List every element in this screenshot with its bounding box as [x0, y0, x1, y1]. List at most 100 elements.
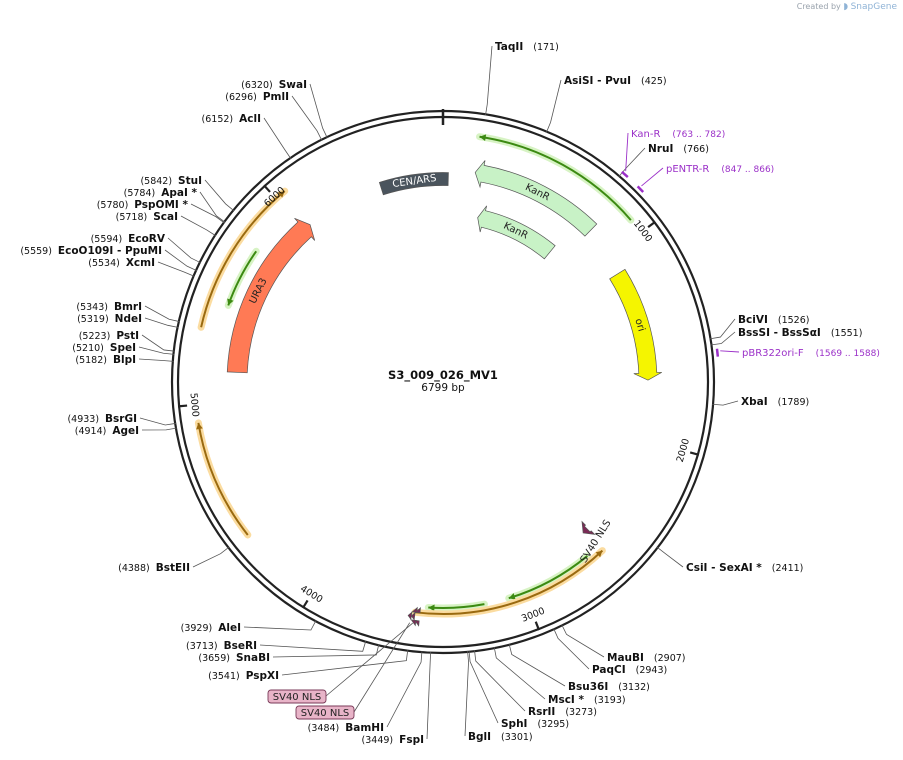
- enzyme-name: MscI *: [548, 694, 584, 706]
- enzyme-position: (3484): [308, 723, 340, 734]
- enzyme-site[interactable]: EcoRV(5594): [91, 233, 201, 264]
- primer-site[interactable]: Kan-R (763 .. 782): [621, 129, 725, 178]
- snapgene-logo-icon: ◗: [843, 2, 849, 12]
- enzyme-name: FspI: [399, 734, 424, 746]
- enzyme-name: ApaI *: [161, 187, 197, 199]
- nls-tag[interactable]: SV40 NLS: [267, 622, 414, 704]
- enzyme-name: SnaBI: [236, 652, 270, 664]
- primer-name: Kan-R: [631, 129, 660, 140]
- enzyme-site[interactable]: ScaI(5718): [116, 211, 217, 237]
- enzyme-leader: [709, 318, 736, 340]
- enzyme-site[interactable]: PaqCI(2943): [553, 628, 668, 676]
- feature-ura3: [226, 217, 316, 374]
- enzyme-position: (1789): [778, 397, 810, 408]
- enzyme-site[interactable]: StuI (5842): [140, 175, 235, 212]
- enzyme-position: (6320): [241, 80, 273, 91]
- enzyme-name: AclI: [239, 113, 261, 125]
- enzyme-site[interactable]: BlpI(5182): [75, 354, 174, 366]
- enzyme-site[interactable]: MscI * (3193): [493, 647, 626, 706]
- enzyme-leader: [141, 334, 175, 352]
- feature-kanr: [477, 205, 556, 260]
- tick-mark: [647, 220, 656, 229]
- orf-layer: [194, 133, 635, 618]
- enzyme-site[interactable]: BstEII(4388): [118, 546, 230, 574]
- enzyme-site[interactable]: PspOMI *(5780): [97, 199, 225, 224]
- enzyme-leader: [485, 45, 493, 116]
- enzyme-site[interactable]: CsiI - SexAI *(2411): [656, 546, 804, 574]
- primer-leader: [641, 167, 664, 187]
- enzyme-site[interactable]: AsiSI - PvuI(425): [545, 75, 667, 133]
- orf-arc: [200, 190, 286, 328]
- enzyme-leader: [192, 546, 230, 568]
- nls-tag[interactable]: SV40 NLS: [295, 622, 411, 720]
- tick-label: 1000: [631, 218, 654, 244]
- enzyme-position: (5842): [140, 176, 172, 187]
- enzyme-name: PspXI: [246, 670, 279, 682]
- enzyme-position: (2907): [654, 653, 686, 664]
- enzyme-name: BlpI: [113, 354, 136, 366]
- enzyme-site[interactable]: BseRI(3713): [186, 640, 367, 652]
- tick-mark: [263, 184, 271, 193]
- enzyme-name: BglI: [468, 731, 491, 743]
- enzyme-site[interactable]: BmrI(5343): [76, 301, 180, 323]
- tick-mark: [534, 621, 541, 631]
- primer-site[interactable]: pENTR-R(847 .. 866): [636, 164, 775, 193]
- enzyme-site[interactable]: FspI(3449): [362, 651, 432, 746]
- orf-arc: [479, 135, 632, 221]
- orf-arrowhead-icon: [595, 550, 603, 558]
- orf-arc: [508, 555, 588, 600]
- orf-arrowhead-icon: [508, 593, 516, 600]
- enzyme-site[interactable]: Bsu36I(3132): [508, 643, 650, 693]
- enzyme-site[interactable]: SpeI(5210): [72, 342, 175, 355]
- orf-halo: [194, 419, 252, 539]
- enzyme-leader: [243, 620, 317, 631]
- enzyme-site[interactable]: TaqII(171): [485, 41, 559, 116]
- enzyme-site[interactable]: MauBI(2907): [561, 624, 686, 664]
- orf-arc: [197, 422, 249, 536]
- primer-site[interactable]: pBR322ori-F(1569 .. 1588): [715, 348, 880, 359]
- enzyme-site[interactable]: SnaBI(3659): [198, 644, 380, 664]
- enzyme-position: (3193): [594, 695, 626, 706]
- enzyme-site[interactable]: PmlI(6296): [225, 91, 323, 141]
- enzyme-site[interactable]: BssSI - BssSαI(1551): [710, 327, 862, 346]
- enzyme-site[interactable]: AclI (6152): [202, 113, 292, 160]
- enzyme-leader: [712, 400, 739, 406]
- enzyme-site[interactable]: EcoO109I - PpuMI(5559): [20, 245, 198, 272]
- enzyme-site[interactable]: BglI(3301): [464, 650, 533, 743]
- primer-range: (847 .. 866): [721, 165, 774, 175]
- enzyme-site[interactable]: NdeI(5319): [77, 313, 179, 328]
- enzyme-site[interactable]: BciVI(1526): [709, 314, 810, 340]
- tag-label: SV40 NLS: [273, 692, 322, 703]
- snapgene-credit: Created by ◗ SnapGene: [797, 2, 897, 12]
- tick-label: 3000: [520, 606, 547, 625]
- enzyme-name: AsiSI - PvuI: [564, 75, 631, 87]
- enzyme-position: (5784): [124, 188, 156, 199]
- enzyme-site[interactable]: PspXI(3541): [208, 649, 409, 682]
- orf-arc: [414, 549, 604, 615]
- primer-range: (763 .. 782): [672, 130, 725, 140]
- enzyme-site[interactable]: AgeI(4914): [75, 425, 178, 437]
- orf-arrowhead-icon: [428, 604, 435, 612]
- enzyme-leader: [141, 427, 178, 431]
- enzyme-site[interactable]: ApaI * (5784): [124, 187, 226, 223]
- enzyme-site[interactable]: SwaI (6320): [241, 79, 328, 139]
- enzyme-name: StuI: [178, 175, 202, 187]
- tag-box: [267, 689, 327, 704]
- enzyme-site[interactable]: XbaI(1789): [712, 396, 809, 408]
- enzyme-name: SphI: [501, 718, 527, 730]
- tick-mark: [301, 599, 309, 609]
- enzyme-leader: [138, 346, 175, 355]
- enzyme-site[interactable]: BamHI(3484): [308, 651, 423, 734]
- enzyme-position: (2411): [772, 563, 804, 574]
- enzyme-position: (6152): [202, 114, 234, 125]
- enzyme-site[interactable]: BsrGI(4933): [67, 413, 177, 426]
- enzyme-site[interactable]: RsrII(3273): [474, 650, 597, 718]
- enzyme-name: SwaI: [279, 79, 307, 91]
- enzyme-site[interactable]: XcmI(5534): [88, 257, 195, 277]
- enzyme-site[interactable]: AleI(3929): [181, 620, 317, 634]
- enzyme-site[interactable]: PstI(5223): [79, 330, 175, 352]
- enzyme-leader: [426, 651, 432, 740]
- enzyme-leader: [553, 628, 590, 670]
- enzyme-site[interactable]: SphI(3295): [468, 650, 569, 730]
